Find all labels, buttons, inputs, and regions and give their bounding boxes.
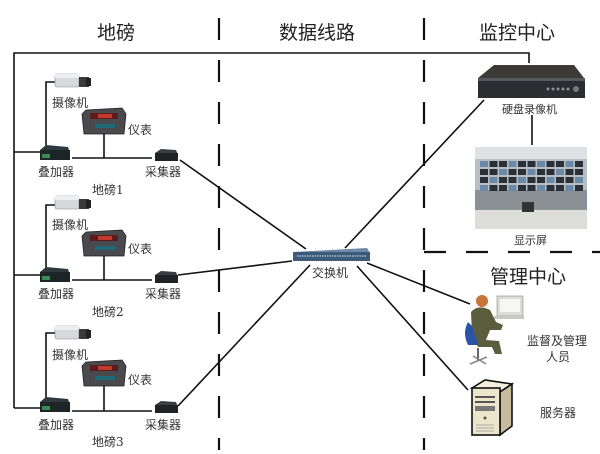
display-screen [556, 169, 564, 175]
display-screen [508, 177, 517, 183]
display-label: 显示屏 [514, 234, 547, 247]
display-screen [480, 161, 488, 167]
collector-label-2: 采集器 [145, 287, 182, 301]
server-label: 服务器 [540, 406, 577, 420]
collector-icon-2 [155, 271, 178, 283]
display-screen [546, 185, 555, 191]
meter-label-2: 仪表 [128, 242, 153, 256]
display-screen [565, 161, 574, 167]
display-screen [508, 185, 517, 191]
display-screen [499, 177, 507, 183]
display-screen [480, 169, 488, 175]
camera-label-3: 摄像机 [52, 348, 89, 362]
display-screen [537, 161, 545, 167]
collector-label-3: 采集器 [145, 418, 182, 432]
display-screen [565, 185, 574, 191]
server-icon [469, 379, 515, 437]
superimposer-label-3: 叠加器 [38, 418, 75, 432]
display-screen [527, 169, 536, 175]
switch-icon [293, 248, 370, 261]
meter-label-3: 仪表 [128, 373, 153, 387]
display-screen [546, 161, 555, 167]
display-screen [518, 185, 526, 191]
section-header-management-center: 管理中心 [490, 266, 567, 288]
display-screen [556, 177, 564, 183]
display-screen [489, 161, 498, 167]
display-screen [575, 177, 583, 183]
collector-icon-1 [155, 149, 178, 161]
display-screen [527, 161, 536, 167]
display-screen [575, 161, 583, 167]
display-screen [537, 185, 545, 191]
meter-label-1: 仪表 [128, 123, 153, 137]
display-screen [565, 177, 574, 183]
weighbridge-name-3: 地磅3 [92, 435, 124, 449]
superimposer-icon-2 [40, 267, 70, 282]
display-screen [527, 177, 536, 183]
display-screen [489, 177, 498, 183]
collector-icon-3 [155, 401, 178, 413]
display-screen [480, 185, 488, 191]
superimposer-icon-1 [40, 145, 70, 160]
display-screen [575, 185, 583, 191]
staff-label-line2: 人员 [546, 350, 571, 364]
display-screen [499, 169, 507, 175]
superimposer-label-1: 叠加器 [38, 165, 75, 179]
display-screen [489, 185, 498, 191]
display-screen [480, 177, 488, 183]
section-header-data-line: 数据线路 [279, 22, 356, 44]
staff-icon [465, 295, 524, 365]
camera-label-1: 摄像机 [52, 96, 89, 110]
weighbridge-name-2: 地磅2 [92, 305, 124, 319]
dvr-icon [478, 65, 585, 98]
dvr-label: 硬盘录像机 [502, 103, 557, 116]
superimposer-icon-3 [40, 397, 70, 412]
display-screen [508, 169, 517, 175]
display-screen [518, 161, 526, 167]
display-screen [556, 161, 564, 167]
camera-icon-3 [54, 325, 91, 340]
camera-icon-1 [54, 73, 91, 88]
meter-icon-1 [81, 107, 127, 135]
switch-label: 交换机 [312, 266, 349, 280]
display-screen [499, 185, 507, 191]
staff-label-line1: 监督及管理 [527, 334, 588, 348]
display-screen [546, 177, 555, 183]
collector-label-1: 采集器 [145, 165, 182, 179]
weighbridge-name-1: 地磅1 [92, 183, 124, 197]
video-trunk-line [13, 52, 530, 408]
display-screen [537, 177, 545, 183]
display-screen [518, 177, 526, 183]
display-screen [489, 169, 498, 175]
display-screen [546, 169, 555, 175]
meter-icon-3 [81, 359, 127, 387]
display-wall-icon [475, 147, 587, 229]
display-screen [527, 185, 536, 191]
camera-label-2: 摄像机 [52, 218, 89, 232]
display-screen [565, 169, 574, 175]
section-header-weighbridge: 地磅 [97, 22, 136, 44]
display-screen [556, 185, 564, 191]
display-screen [537, 169, 545, 175]
camera-icon-2 [54, 195, 91, 210]
display-screen [499, 161, 507, 167]
section-header-monitor-center: 监控中心 [479, 22, 556, 44]
meter-icon-2 [81, 229, 127, 257]
display-screen [575, 169, 583, 175]
display-screen [508, 161, 517, 167]
superimposer-label-2: 叠加器 [38, 287, 75, 301]
display-screen [518, 169, 526, 175]
